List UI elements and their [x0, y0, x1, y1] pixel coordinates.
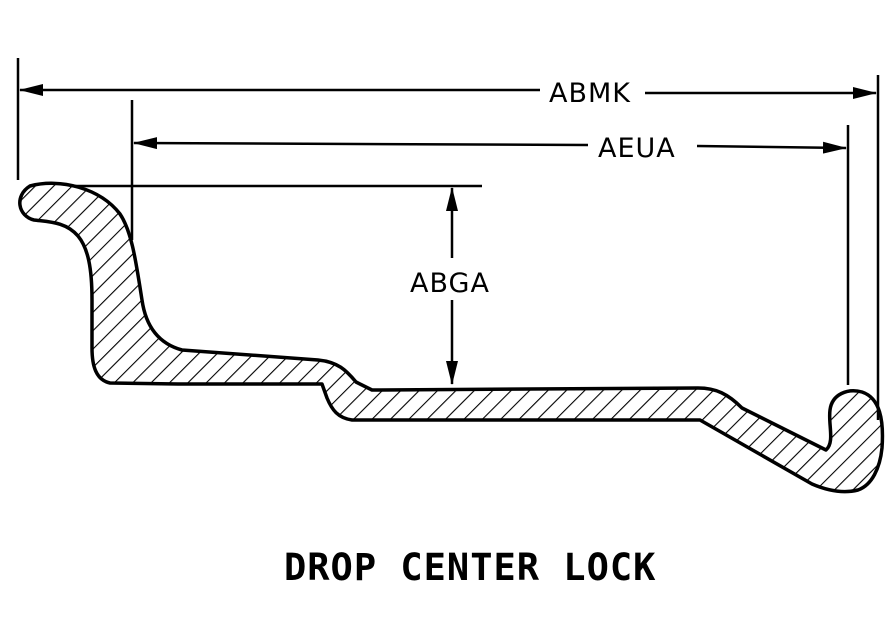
bead-seat-width-dimension: [133, 137, 847, 154]
flange-height-label: ABGA: [410, 268, 490, 299]
overall-width-label: ABMK: [549, 78, 631, 109]
diagram-caption: DROP CENTER LOCK: [284, 546, 656, 589]
rim-cross-section: [18, 181, 885, 494]
bead-seat-width-left-arrow: [133, 137, 589, 150]
bead-seat-width-right-arrow: [696, 141, 847, 154]
bead-seat-width-label: AEUA: [598, 133, 676, 164]
overall-width-dimension: [19, 84, 877, 99]
extension-lines: [16, 58, 880, 420]
